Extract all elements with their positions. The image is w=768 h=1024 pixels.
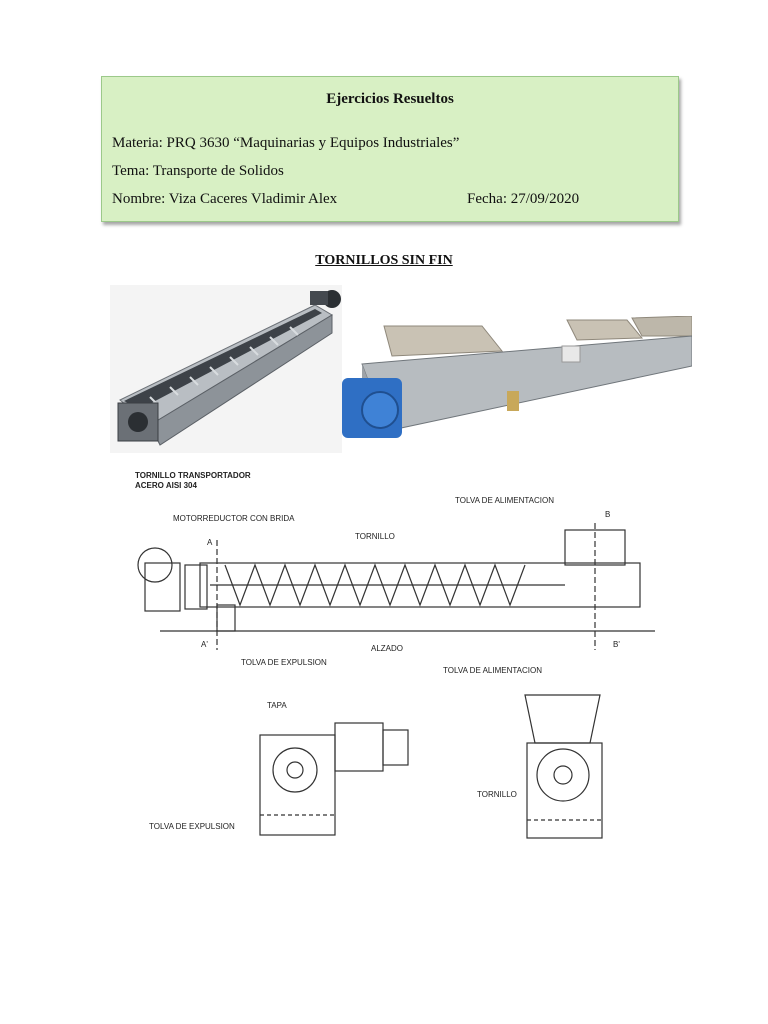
document-title: Ejercicios Resueltos <box>326 91 454 107</box>
header-box: Ejercicios Resueltos Materia: PRQ 3630 “… <box>101 76 679 222</box>
tema-line: Tema: Transporte de Solidos <box>112 163 284 179</box>
label-tornillo: TORNILLO <box>355 532 395 541</box>
fecha-line: Fecha: 27/09/2020 <box>467 191 580 207</box>
label-tolva-expulsion: TOLVA DE EXPULSION <box>241 658 327 667</box>
screw-conveyor-photo-1 <box>110 285 342 453</box>
label-tolva-alimentacion: TOLVA DE ALIMENTACION <box>455 496 554 505</box>
technical-drawing: TORNILLO TRANSPORTADOR ACERO AISI 304 MO… <box>135 471 655 839</box>
label-motorreductor: MOTORREDUCTOR CON BRIDA <box>173 514 295 523</box>
label-tolva-expulsion-2: TOLVA DE EXPULSION <box>149 822 235 831</box>
section-title-text: TORNILLOS SIN FIN <box>315 253 453 268</box>
materia-line: Materia: PRQ 3630 “Maquinarias y Equipos… <box>112 135 460 151</box>
label-alzado: ALZADO <box>371 644 403 653</box>
nombre-line: Nombre: Viza Caceres Vladimir Alex <box>112 191 338 207</box>
label-a: A <box>207 538 213 547</box>
label-tolva-alimentacion-2: TOLVA DE ALIMENTACION <box>443 666 542 675</box>
label-b: B <box>605 510 610 519</box>
drawing-title-1: TORNILLO TRANSPORTADOR <box>135 471 251 480</box>
section-title: TORNILLOS SIN FIN <box>0 253 768 269</box>
label-a-prime: A' <box>201 640 208 649</box>
label-b-prime: B' <box>613 640 620 649</box>
drawing-title-2: ACERO AISI 304 <box>135 481 197 490</box>
label-tornillo-2: TORNILLO <box>477 790 517 799</box>
screw-conveyor-photo-2 <box>342 316 692 448</box>
label-tapa: TAPA <box>267 701 287 710</box>
